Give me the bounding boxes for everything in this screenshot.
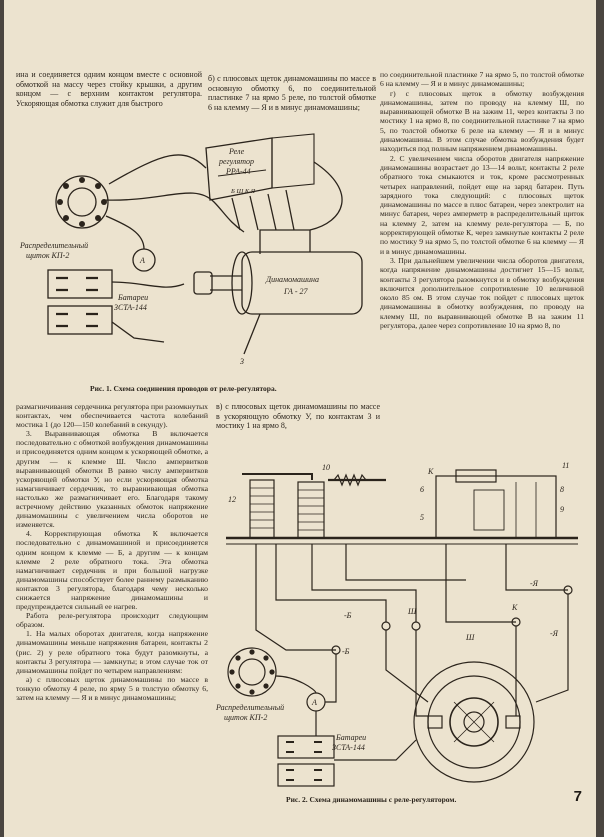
- figure1-number-3: 3: [239, 357, 244, 366]
- fig2-ammeter-label: А: [311, 698, 317, 707]
- paragraph: Работа реле-регулятора происходит следую…: [16, 611, 208, 630]
- fig2-distribution-label-line1: Распределительный: [216, 703, 284, 712]
- battery-label-line1: Батареи: [117, 293, 148, 302]
- generator-label-line2: ГА - 27: [283, 287, 309, 296]
- figure-2-generator-schematic: 10 12 11 8 9 6 5 К -Б -Я Ш Ш К -Я -Б А Р…: [216, 461, 578, 787]
- fig2-label-11: 11: [562, 461, 569, 470]
- relay-label-line1: Реле: [228, 147, 245, 156]
- relay-label-line2: регулятор: [218, 157, 254, 166]
- fig2-label-K: К: [427, 467, 434, 476]
- ammeter-label: А: [139, 256, 145, 265]
- fig2-label-6: 6: [420, 485, 424, 494]
- paragraph: 3. При дальнейшем увеличении числа оборо…: [380, 255, 584, 331]
- relay-label-line3: РРА-44: [225, 167, 251, 176]
- fig2-label-K2: К: [511, 603, 518, 612]
- figure-1-caption: Рис. 1. Схема соединения проводов от рел…: [90, 384, 277, 393]
- paragraph: 2. С увеличением числа оборотов двигател…: [380, 153, 584, 256]
- figure-1-wiring-diagram: Реле регулятор РРА-44 Б Ш К Я Динамомаши…: [19, 133, 363, 366]
- fig2-label-12: 12: [228, 495, 236, 504]
- fig2-distribution-label-line2: щиток КП-2: [224, 713, 267, 722]
- relay-terminals-label: Б Ш К Я: [230, 188, 256, 195]
- battery-label-line2: 3СТА-144: [113, 303, 147, 312]
- paragraph: 4. Корректирующая обмотка К включается п…: [16, 529, 208, 612]
- paragraph: в) с плюсовых щеток динамомашины по масс…: [216, 402, 380, 431]
- distribution-label-line1: Распределительный: [19, 241, 88, 250]
- relay-regulator-box: [205, 137, 273, 201]
- paragraph: 3. Выравнивающая обмотка В включается по…: [16, 429, 208, 530]
- regulator-coil: [297, 481, 325, 539]
- paragraph: б) с плюсовых щеток динамомашины по масс…: [208, 74, 376, 112]
- fig2-battery-label-line1: Батареи: [335, 733, 366, 742]
- paragraph: а) с плюсовых щеток динамомашины по масс…: [16, 674, 208, 702]
- fig2-label-minus-Ya2: -Я: [550, 629, 559, 638]
- text-column-top-right: по соединительной пластинке 7 на ярмо 5,…: [380, 70, 584, 330]
- fig2-label-minus-B: -Б: [344, 611, 352, 620]
- fig2-label-5: 5: [420, 513, 424, 522]
- book-page: ина и соединяется одним концом вместе с …: [4, 0, 596, 837]
- fig2-label-9: 9: [560, 505, 564, 514]
- paragraph: г) с плюсовых щеток в обмотку возбуждени…: [380, 88, 584, 154]
- distribution-label-line2: щиток КП-2: [26, 251, 69, 260]
- fig2-battery-label-line2: 3СТА-144: [331, 743, 365, 752]
- fig2-generator-housing: [413, 661, 535, 783]
- text-column-bottom-left: размагничивания сердечника регулятора пр…: [16, 402, 208, 702]
- fig2-label-minus-Ya: -Я: [530, 579, 539, 588]
- text-column-top-mid: б) с плюсовых щеток динамомашины по масс…: [208, 74, 376, 112]
- distribution-panel-body: [55, 175, 109, 229]
- paragraph: размагничивания сердечника регулятора пр…: [16, 402, 208, 430]
- paragraph: по соединительной пластинке 7 на ярмо 5,…: [380, 70, 584, 89]
- fig2-label-Sh: Ш: [407, 607, 417, 616]
- reverse-current-relay-coil: [249, 479, 275, 539]
- paragraph: ина и соединяется одним концом вместе с …: [16, 70, 202, 108]
- page-number: 7: [573, 788, 582, 805]
- relay-right-housing: [435, 475, 557, 539]
- fig2-distribution-panel: [227, 647, 277, 697]
- text-column-bottom-mid: в) с плюсовых щеток динамомашины по масс…: [216, 402, 380, 431]
- generator-body: [241, 251, 363, 315]
- fig2-label-minus-B2: -Б: [342, 647, 350, 656]
- fig2-label-8: 8: [560, 485, 564, 494]
- figure-2-caption: Рис. 2. Схема динамомашины с реле-регуля…: [286, 795, 457, 804]
- fig2-label-10: 10: [322, 463, 330, 472]
- paragraph: 1. На малых оборотах двигателя, когда на…: [16, 629, 208, 675]
- text-column-top-left: ина и соединяется одним концом вместе с …: [16, 70, 202, 108]
- generator-label-line1: Динамомашина: [265, 275, 319, 284]
- fig2-label-Sh2: Ш: [465, 633, 475, 642]
